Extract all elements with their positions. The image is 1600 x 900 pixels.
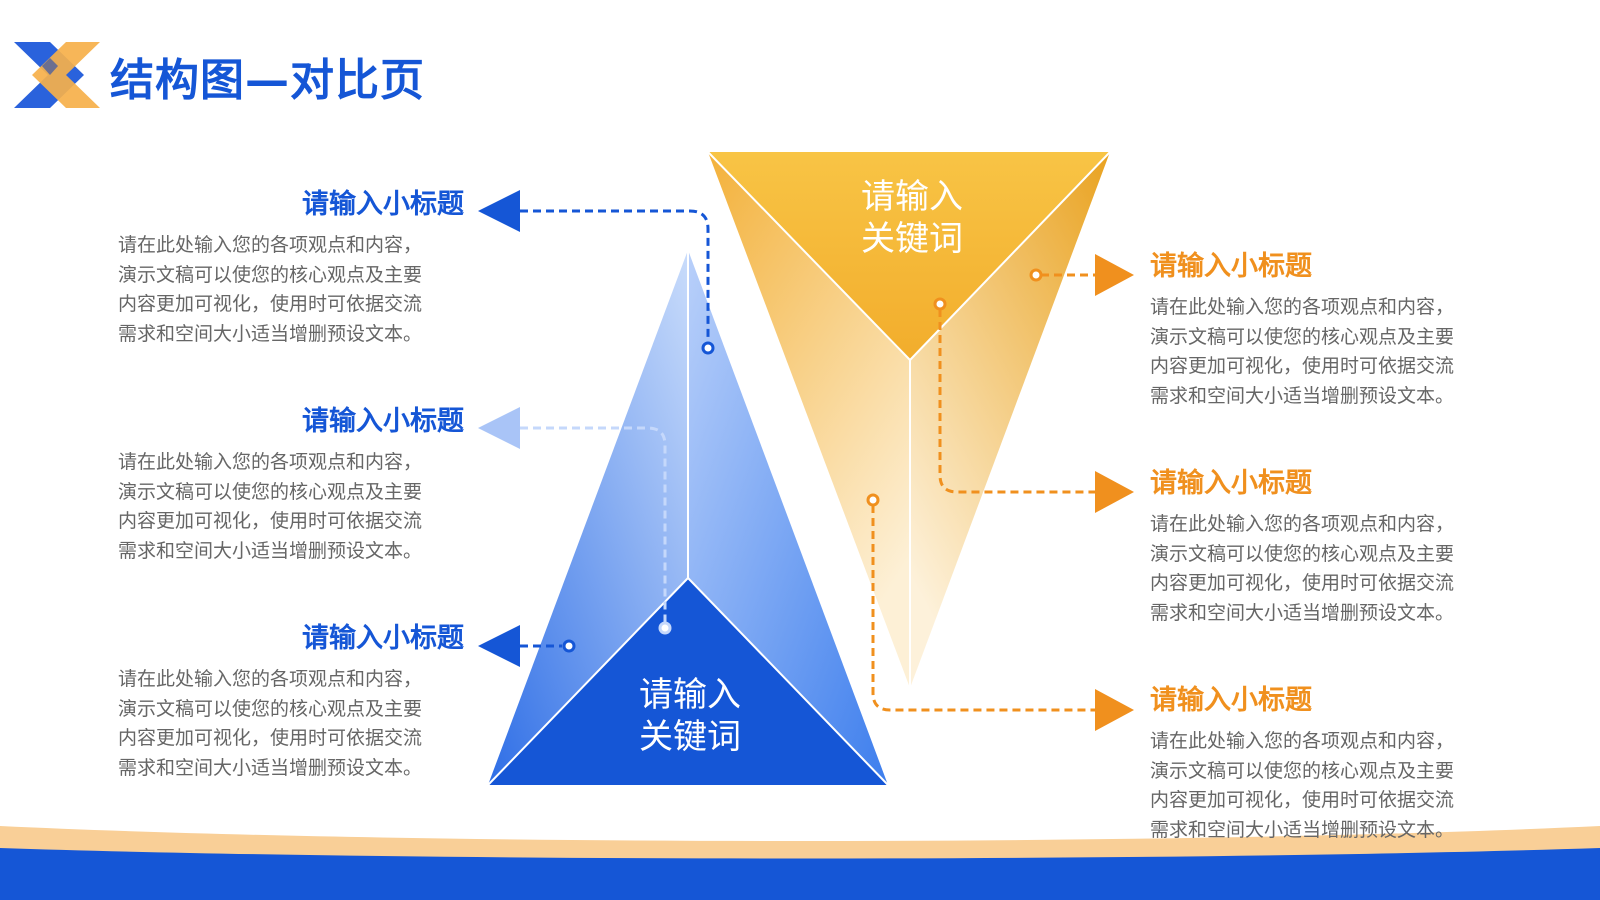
body-line: 演示文稿可以使您的核心观点及主要 <box>118 480 423 503</box>
connector-left-1 <box>520 209 715 355</box>
body-line: 内容更加可视化，使用时可依据交流 <box>118 727 423 749</box>
body-line: 内容更加可视化，使用时可依据交流 <box>118 293 423 315</box>
body-line: 请在此处输入您的各项观点和内容， <box>1150 730 1455 752</box>
body-line: 需求和空间大小适当增删预设文本。 <box>118 756 423 779</box>
pyramid-label-line1: 请输入 <box>639 675 741 715</box>
connector-right-1 <box>1029 268 1095 282</box>
connector-right-2 <box>933 297 1095 494</box>
arrow-right-1 <box>1095 254 1134 296</box>
body-line: 演示文稿可以使您的核心观点及主要 <box>1150 325 1455 348</box>
arrow-left-1 <box>478 190 520 232</box>
body-line: 内容更加可视化，使用时可依据交流 <box>1150 572 1455 594</box>
right-subtitle-2: 请输入小标题 <box>1150 468 1312 499</box>
funnel-label: 请输入 关键词 <box>812 176 1012 260</box>
logo-icon <box>14 42 100 108</box>
body-line: 演示文稿可以使您的核心观点及主要 <box>118 263 423 286</box>
right-body-3: 请在此处输入您的各项观点和内容， 演示文稿可以使您的核心观点及主要 内容更加可视… <box>1150 727 1500 845</box>
body-line: 需求和空间大小适当增删预设文本。 <box>1150 384 1455 407</box>
left-subtitle-1: 请输入小标题 <box>302 189 464 220</box>
right-body-2: 请在此处输入您的各项观点和内容， 演示文稿可以使您的核心观点及主要 内容更加可视… <box>1150 510 1500 628</box>
body-line: 内容更加可视化，使用时可依据交流 <box>118 510 423 532</box>
body-line: 请在此处输入您的各项观点和内容， <box>118 668 423 690</box>
body-line: 演示文稿可以使您的核心观点及主要 <box>118 697 423 720</box>
body-line: 演示文稿可以使您的核心观点及主要 <box>1150 759 1455 782</box>
body-line: 需求和空间大小适当增删预设文本。 <box>1150 601 1455 624</box>
page-title: 结构图—对比页 <box>110 55 425 106</box>
connector-right-3 <box>866 493 1095 712</box>
arrow-left-2 <box>478 407 520 449</box>
arrow-right-2 <box>1095 471 1134 513</box>
bottom-wave <box>0 826 1600 900</box>
left-body-3: 请在此处输入您的各项观点和内容， 演示文稿可以使您的核心观点及主要 内容更加可视… <box>118 665 468 783</box>
body-line: 需求和空间大小适当增删预设文本。 <box>118 322 423 345</box>
left-subtitle-3: 请输入小标题 <box>302 623 464 654</box>
arrow-right-3 <box>1095 689 1134 731</box>
right-subtitle-3: 请输入小标题 <box>1150 685 1312 716</box>
body-line: 演示文稿可以使您的核心观点及主要 <box>1150 542 1455 565</box>
right-body-1: 请在此处输入您的各项观点和内容， 演示文稿可以使您的核心观点及主要 内容更加可视… <box>1150 293 1500 411</box>
connector-left-2 <box>520 426 672 635</box>
pyramid-label-line2: 关键词 <box>639 717 741 757</box>
body-line: 请在此处输入您的各项观点和内容， <box>1150 296 1455 318</box>
left-body-2: 请在此处输入您的各项观点和内容， 演示文稿可以使您的核心观点及主要 内容更加可视… <box>118 448 468 566</box>
body-line: 需求和空间大小适当增删预设文本。 <box>1150 818 1455 841</box>
body-line: 请在此处输入您的各项观点和内容， <box>1150 513 1455 535</box>
body-line: 内容更加可视化，使用时可依据交流 <box>1150 355 1455 377</box>
funnel-label-line2: 关键词 <box>861 219 963 259</box>
left-body-1: 请在此处输入您的各项观点和内容， 演示文稿可以使您的核心观点及主要 内容更加可视… <box>118 231 468 349</box>
funnel-label-line1: 请输入 <box>861 177 963 217</box>
connector-left-3 <box>520 639 576 653</box>
funnel-shape <box>707 151 1111 688</box>
body-line: 内容更加可视化，使用时可依据交流 <box>1150 789 1455 811</box>
left-subtitle-2: 请输入小标题 <box>302 406 464 437</box>
pyramid-shape <box>487 250 889 786</box>
right-subtitle-1: 请输入小标题 <box>1150 251 1312 282</box>
pyramid-label: 请输入 关键词 <box>590 674 790 758</box>
body-line: 需求和空间大小适当增删预设文本。 <box>118 539 423 562</box>
body-line: 请在此处输入您的各项观点和内容， <box>118 234 423 256</box>
body-line: 请在此处输入您的各项观点和内容， <box>118 451 423 473</box>
arrow-left-3 <box>478 625 520 667</box>
